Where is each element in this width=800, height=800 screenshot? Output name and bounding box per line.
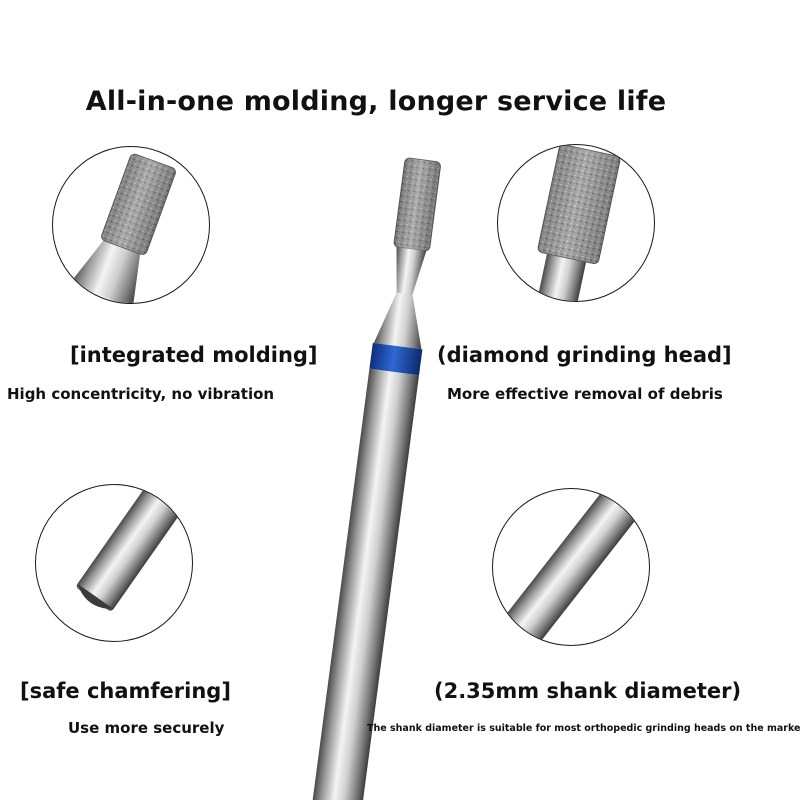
zoom-circle-shank (492, 488, 650, 646)
feature-desc-safe-chamfering: Use more securely (68, 719, 225, 737)
bur-body (312, 157, 441, 800)
zoom-circle-chamfer (35, 484, 193, 642)
feature-heading-diamond-head: (diamond grinding head] (437, 343, 732, 367)
feature-desc-integrated-molding: High concentricity, no vibration (7, 385, 275, 403)
feature-desc-shank-diameter: The shank diameter is suitable for most … (367, 723, 800, 734)
feature-heading-shank-diameter: (2.35mm shank diameter) (434, 679, 742, 703)
feature-desc-diamond-head: More effective removal of debris (447, 385, 723, 403)
zoom-circle-integrated-molding (52, 146, 210, 304)
feature-heading-safe-chamfering: [safe chamfering] (20, 679, 231, 703)
zoom-circle-diamond-head (497, 144, 655, 302)
page-title: All-in-one molding, longer service life (85, 86, 667, 117)
feature-heading-integrated-molding: [integrated molding] (70, 343, 318, 367)
